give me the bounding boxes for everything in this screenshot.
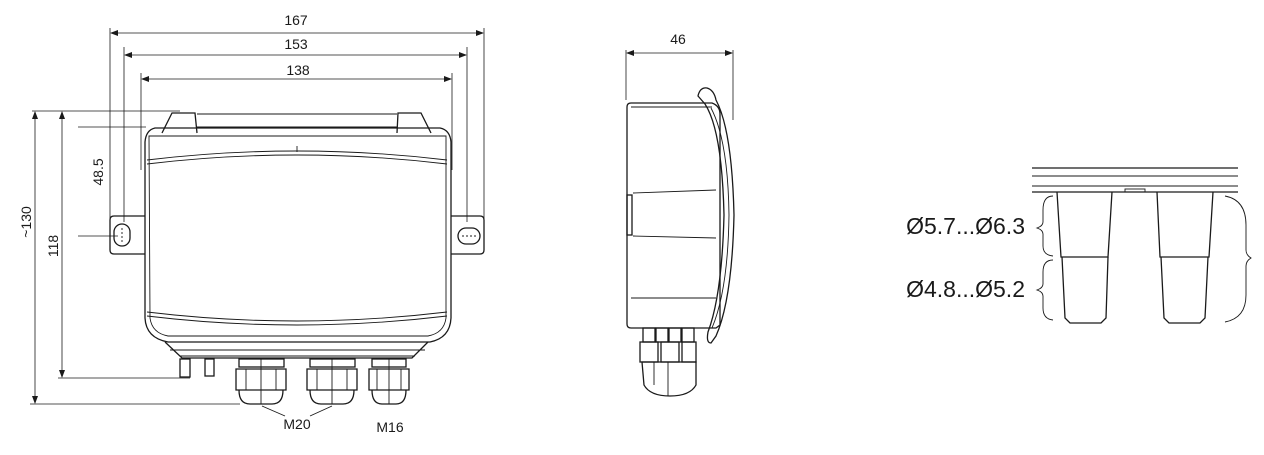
width-overall-label: 167 — [284, 12, 308, 28]
front-view: 167 153 138 ~130 118 48.5 M20 M16 — [18, 12, 485, 435]
lower-diameter-label: Ø4.8...Ø5.2 — [906, 276, 1025, 302]
gland-m20-label: M20 — [283, 416, 310, 432]
upper-diameter-label: Ø5.7...Ø6.3 — [906, 213, 1025, 239]
gland-m20-right — [306, 358, 358, 405]
depth-label: 46 — [670, 31, 686, 47]
width-mounting-label: 153 — [284, 36, 308, 52]
gland-m16 — [368, 358, 410, 405]
width-housing-label: 138 — [286, 62, 310, 78]
port-detail: Ø5.7...Ø6.3 Ø4.8...Ø5.2 — [906, 167, 1252, 324]
height-dimensions — [30, 110, 240, 405]
width-dimensions — [109, 28, 485, 222]
mount-hole-height-label: 48.5 — [90, 158, 106, 185]
housing-body — [109, 112, 485, 359]
gland-m16-label: M16 — [376, 419, 403, 435]
height-housing-label: 118 — [45, 235, 61, 258]
pressure-ports — [179, 358, 215, 378]
height-overall-label: ~130 — [18, 206, 34, 238]
side-view: 46 — [625, 31, 735, 397]
cable-glands — [235, 358, 410, 417]
gland-m20-left — [235, 358, 287, 405]
